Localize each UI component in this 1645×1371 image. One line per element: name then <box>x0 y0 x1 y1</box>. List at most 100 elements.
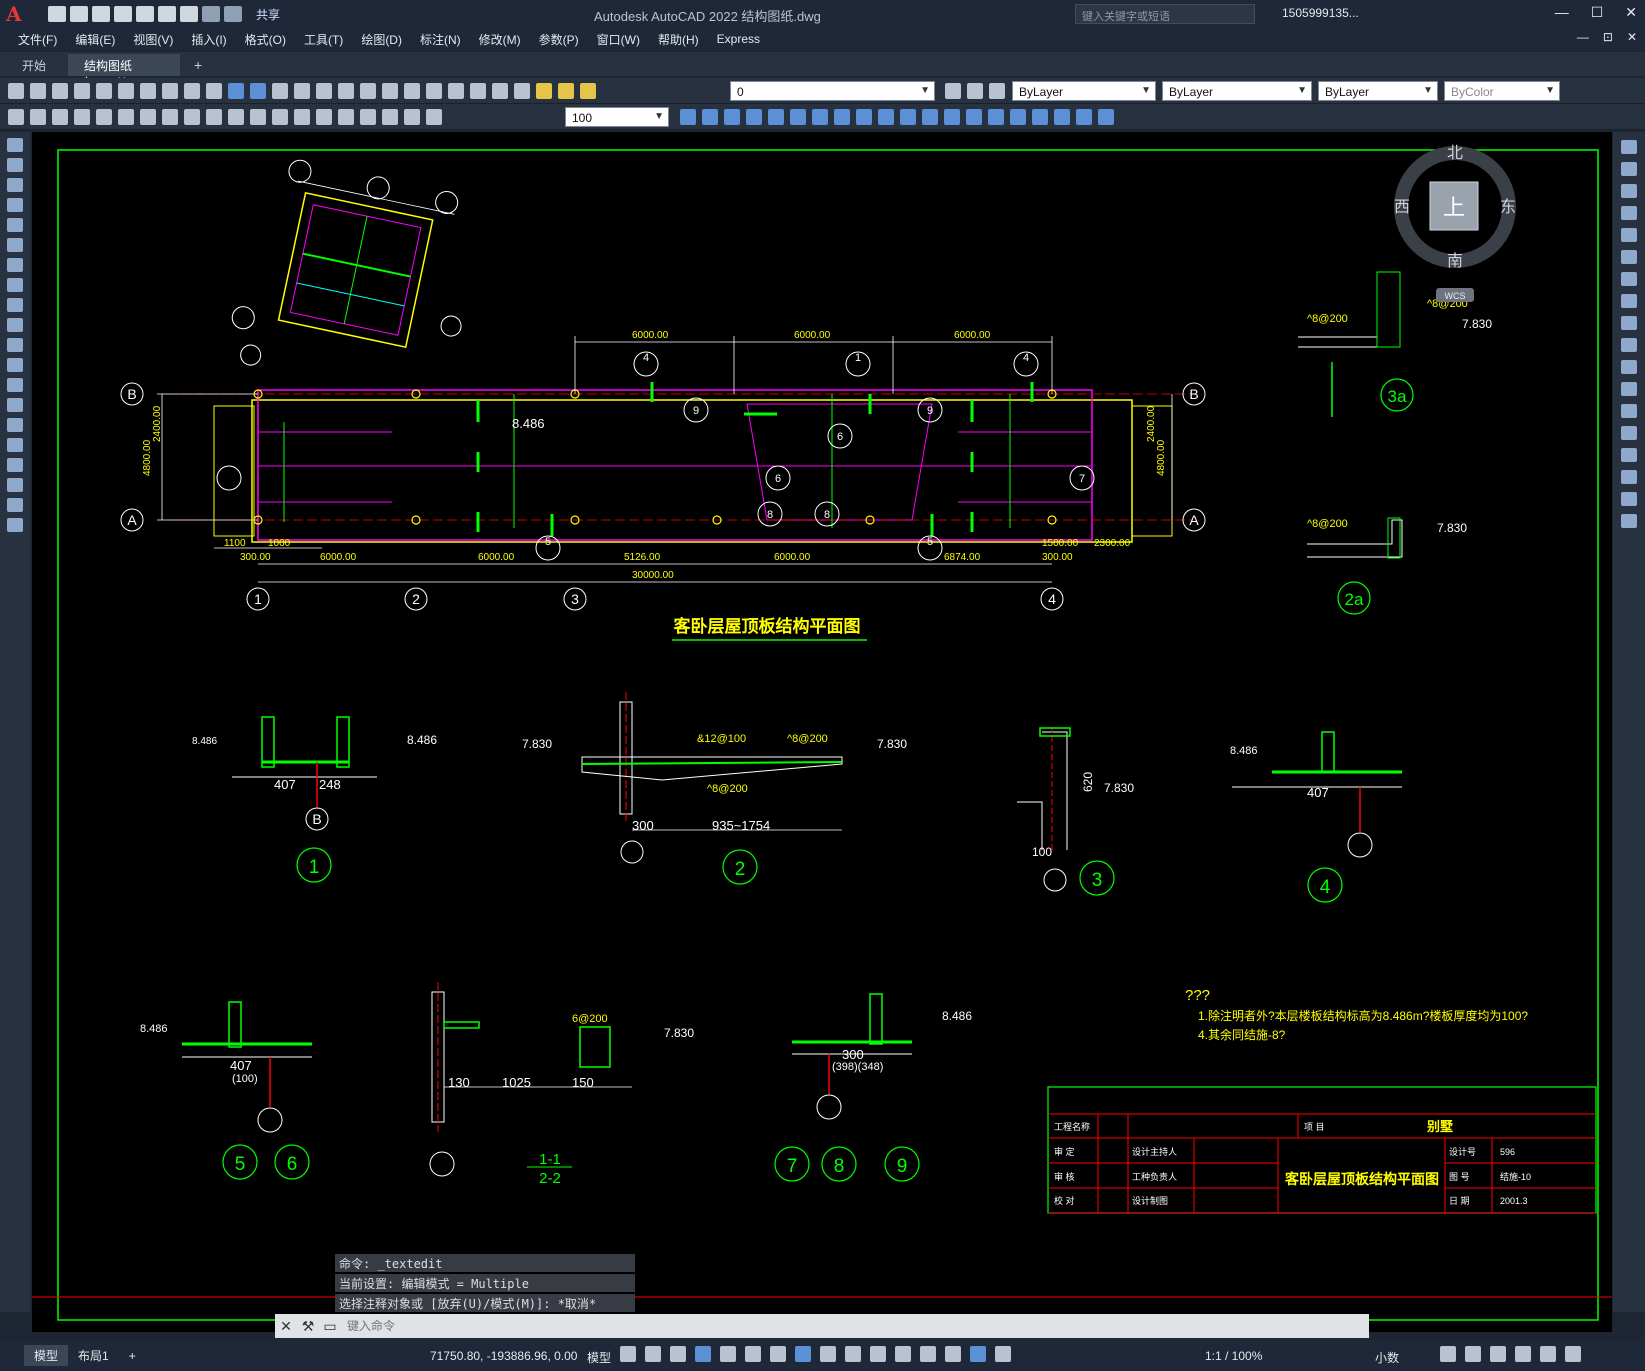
cylinder-icon[interactable] <box>768 109 784 125</box>
grid-icon[interactable] <box>620 1346 636 1362</box>
save-icon[interactable] <box>92 6 110 22</box>
aligned-dim-icon[interactable] <box>30 109 46 125</box>
calc-icon[interactable] <box>470 83 486 99</box>
tab-drawing[interactable]: 结构图纸*✕ <box>68 54 181 88</box>
viewcube-top-face[interactable] <box>1429 181 1479 231</box>
linetype-select[interactable]: ByLayer▼ <box>1162 81 1312 101</box>
compass-east[interactable]: 东 <box>1500 198 1516 216</box>
gradient-icon[interactable] <box>7 438 23 452</box>
center-mark-icon[interactable] <box>316 109 332 125</box>
compass-south[interactable]: 南 <box>1447 252 1463 270</box>
properties-icon[interactable] <box>360 83 376 99</box>
user-account[interactable]: 1505999135... <box>1282 6 1359 20</box>
zoom-prev-icon[interactable] <box>338 83 354 99</box>
array-icon[interactable] <box>1621 228 1637 242</box>
zoom-icon[interactable] <box>294 83 310 99</box>
compass-west[interactable]: 西 <box>1394 199 1410 216</box>
jogged-dim-icon[interactable] <box>118 109 134 125</box>
cone-icon[interactable] <box>724 109 740 125</box>
save-icon[interactable] <box>52 83 68 99</box>
arc-icon[interactable] <box>7 238 23 252</box>
open-icon[interactable] <box>30 83 46 99</box>
align3d-icon[interactable] <box>1054 109 1070 125</box>
array3d-icon[interactable] <box>1076 109 1092 125</box>
dim-update-icon[interactable] <box>426 109 442 125</box>
stretch-icon[interactable] <box>1621 316 1637 330</box>
hatch-icon[interactable] <box>7 418 23 432</box>
polygon-icon[interactable] <box>7 198 23 212</box>
new-icon[interactable] <box>8 83 24 99</box>
plotstyle-select[interactable]: ByColor▼ <box>1444 81 1560 101</box>
tab-layout1[interactable]: 布局1 <box>78 1349 109 1363</box>
rotate3d-icon[interactable] <box>1032 109 1048 125</box>
radius-dim-icon[interactable] <box>96 109 112 125</box>
region-icon[interactable] <box>7 458 23 472</box>
extrude-icon[interactable] <box>856 109 872 125</box>
match-icon[interactable] <box>206 83 222 99</box>
move3d-icon[interactable] <box>1010 109 1026 125</box>
make-block-icon[interactable] <box>7 378 23 392</box>
copy-object-icon[interactable] <box>1621 162 1637 176</box>
text-height-select[interactable]: 100▼ <box>565 107 669 127</box>
designcenter-icon[interactable] <box>382 83 398 99</box>
infer-icon[interactable] <box>670 1346 686 1362</box>
command-input[interactable] <box>341 1316 1369 1336</box>
layer-manager-icon[interactable] <box>514 83 530 99</box>
save-web-icon[interactable] <box>158 6 176 22</box>
menu-insert[interactable]: 插入(I) <box>191 32 227 47</box>
cursor-coordinates[interactable]: 71750.80, -193886.96, 0.00 <box>430 1349 578 1363</box>
chamfer-icon[interactable] <box>1621 448 1637 462</box>
undo-icon[interactable] <box>228 83 244 99</box>
close-icon[interactable]: ✕ <box>280 1318 292 1334</box>
pan-icon[interactable] <box>272 83 288 99</box>
ordinate-dim-icon[interactable] <box>74 109 90 125</box>
erase-icon[interactable] <box>1621 140 1637 154</box>
auto-scale-icon[interactable] <box>970 1346 986 1362</box>
mirror-icon[interactable] <box>1621 184 1637 198</box>
isolate-icon[interactable] <box>1490 1346 1506 1362</box>
extend-icon[interactable] <box>1621 360 1637 374</box>
transparency-icon[interactable] <box>845 1346 861 1362</box>
gizmo-icon[interactable] <box>895 1346 911 1362</box>
polyline-icon[interactable] <box>7 178 23 192</box>
lineweight-icon[interactable] <box>820 1346 836 1362</box>
lock-icon[interactable] <box>580 83 596 99</box>
revolve-icon[interactable] <box>878 109 894 125</box>
lightbulb-icon[interactable] <box>536 83 552 99</box>
pyramid-icon[interactable] <box>812 109 828 125</box>
help-icon[interactable] <box>492 83 508 99</box>
linear-dim-icon[interactable] <box>8 109 24 125</box>
inspect-icon[interactable] <box>338 109 354 125</box>
layer-prev-icon[interactable] <box>945 83 961 99</box>
preview-icon[interactable] <box>96 83 112 99</box>
move-icon[interactable] <box>1621 250 1637 264</box>
break-dim-icon[interactable] <box>272 109 288 125</box>
dim-edit-icon[interactable] <box>382 109 398 125</box>
intersect-icon[interactable] <box>988 109 1004 125</box>
snap-icon[interactable] <box>645 1346 661 1362</box>
ellipse-icon[interactable] <box>7 318 23 332</box>
menu-view[interactable]: 视图(V) <box>133 32 174 47</box>
spline-icon[interactable] <box>7 298 23 312</box>
sweep-icon[interactable] <box>900 109 916 125</box>
polysolid-icon[interactable] <box>834 109 850 125</box>
new-tab-button[interactable]: + <box>194 57 203 73</box>
menu-parametric[interactable]: 参数(P) <box>538 32 579 47</box>
selection-cycle-icon[interactable] <box>870 1346 886 1362</box>
dim-text-edit-icon[interactable] <box>404 109 420 125</box>
space-dim-icon[interactable] <box>250 109 266 125</box>
undo-icon[interactable] <box>202 6 220 22</box>
close-button[interactable]: ✕ <box>1625 4 1637 20</box>
insert-block-icon[interactable] <box>7 358 23 372</box>
annotative-icon[interactable] <box>995 1346 1011 1362</box>
loft-icon[interactable] <box>922 109 938 125</box>
section-plane-icon[interactable] <box>1098 109 1114 125</box>
explode-icon[interactable] <box>1621 514 1637 528</box>
annotation-monitor-icon[interactable] <box>920 1346 936 1362</box>
doc-close-button[interactable]: ✕ <box>1626 30 1637 44</box>
palettes-icon[interactable] <box>404 83 420 99</box>
plot-icon[interactable] <box>180 6 198 22</box>
paste-icon[interactable] <box>184 83 200 99</box>
quick-properties-icon[interactable] <box>1440 1346 1456 1362</box>
menu-window[interactable]: 窗口(W) <box>596 32 640 47</box>
